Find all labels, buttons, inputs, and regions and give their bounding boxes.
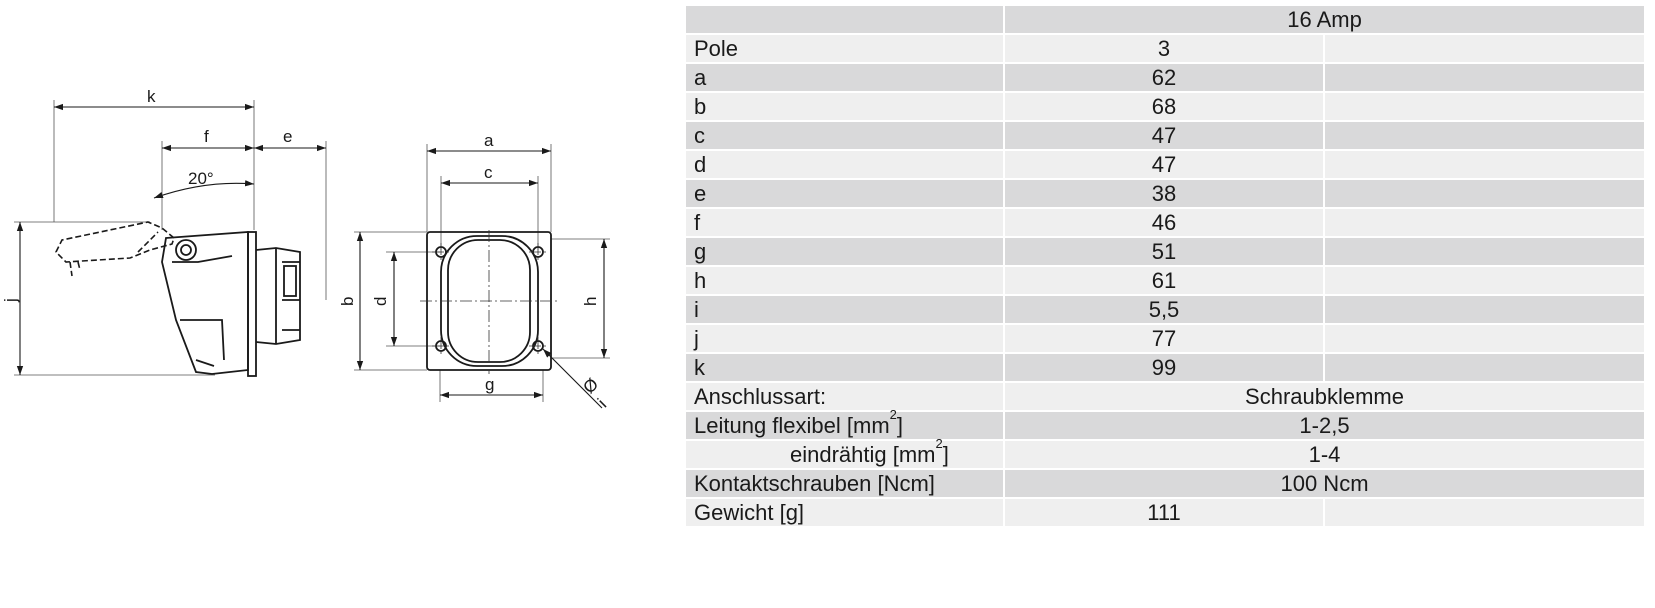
row-label-cell: Leitung flexibel [mm2] (686, 408, 1003, 439)
row-empty-cell (1325, 151, 1645, 178)
unit-superscript: 2 (935, 435, 943, 451)
row-label-cell: h (686, 267, 1003, 294)
dim-label-a: a (484, 131, 494, 150)
row-empty-cell (1325, 64, 1645, 91)
dim-label-c: c (484, 163, 493, 182)
row-label-cell: j (686, 325, 1003, 352)
table-row-gewicht: Gewicht [g]111 (686, 499, 1645, 526)
row-label-cell: Anschlussart: (686, 383, 1003, 410)
row-value-cell: 1-2,5 (1005, 412, 1645, 439)
dim-label-j: j (1, 298, 20, 303)
row-empty-cell (1325, 325, 1645, 352)
row-value-cell: 38 (1005, 180, 1323, 207)
row-value-cell: 1-4 (1005, 441, 1645, 468)
table-row-leitung_flexibel: Leitung flexibel [mm2]1-2,5 (686, 408, 1645, 439)
label-text: eindrähtig [mm (790, 442, 936, 467)
row-value-cell: Schraubklemme (1005, 383, 1645, 410)
row-value-cell: 51 (1005, 238, 1323, 265)
row-value-cell: 47 (1005, 151, 1323, 178)
row-label-cell: i (686, 296, 1003, 323)
dim-label-h: h (581, 297, 600, 306)
row-value-cell: 61 (1005, 267, 1323, 294)
table-row-kontaktschrauben: Kontaktschrauben [Ncm]100 Ncm (686, 470, 1645, 497)
row-label-cell: b (686, 93, 1003, 120)
technical-drawing: k f e 20° j (1, 87, 610, 411)
row-label-cell: Gewicht [g] (686, 499, 1003, 526)
dim-label-f: f (204, 127, 209, 146)
row-empty-cell (1325, 180, 1645, 207)
row-value-cell: 46 (1005, 209, 1323, 236)
row-value-cell: 5,5 (1005, 296, 1323, 323)
row-label-cell: g (686, 238, 1003, 265)
header-value-cell: 16 Amp (1005, 6, 1645, 33)
row-value-cell: 62 (1005, 64, 1323, 91)
row-value-cell: 68 (1005, 93, 1323, 120)
table-row-anschlussart: Anschlussart:Schraubklemme (686, 383, 1645, 410)
row-label-cell: a (686, 64, 1003, 91)
dim-label-k: k (147, 87, 156, 106)
row-value-cell: 111 (1005, 499, 1323, 526)
dim-label-e: e (283, 127, 292, 146)
row-label-cell: e (686, 180, 1003, 207)
row-label-cell: k (686, 354, 1003, 381)
row-value-cell: 3 (1005, 35, 1323, 62)
header-label-cell (686, 6, 1003, 33)
row-value-cell: 47 (1005, 122, 1323, 149)
row-empty-cell (1325, 93, 1645, 120)
row-empty-cell (1325, 122, 1645, 149)
row-label-cell: f (686, 209, 1003, 236)
row-value-cell: 77 (1005, 325, 1323, 352)
label-text: Leitung flexibel [mm (694, 413, 890, 438)
dim-label-b: b (338, 297, 357, 306)
label-close: ] (942, 442, 949, 467)
side-view: k f e 20° j (1, 87, 327, 377)
row-empty-cell (1325, 209, 1645, 236)
table-row-eindraehtig: eindrähtig [mm2]1-4 (686, 437, 1645, 468)
row-empty-cell (1325, 35, 1645, 62)
row-label-cell: eindrähtig [mm2] (686, 437, 1003, 468)
row-value-cell: 100 Ncm (1005, 470, 1645, 497)
table-header-row: 16 Amp (686, 6, 1645, 33)
unit-superscript: 2 (889, 406, 897, 422)
row-empty-cell (1325, 267, 1645, 294)
row-empty-cell (1325, 499, 1645, 526)
dim-label-angle: 20° (188, 169, 214, 188)
row-empty-cell (1325, 296, 1645, 323)
row-label-cell: d (686, 151, 1003, 178)
row-empty-cell (1325, 354, 1645, 381)
dim-label-g: g (485, 375, 494, 394)
row-label-cell: Kontaktschrauben [Ncm] (686, 470, 1003, 497)
dim-label-phi: Ø (579, 375, 602, 398)
row-label-cell: c (686, 122, 1003, 149)
front-view: a c b d h g Ø i (338, 131, 610, 411)
row-empty-cell (1325, 238, 1645, 265)
label-close: ] (896, 413, 904, 438)
dim-label-d: d (371, 297, 390, 306)
row-label-cell: Pole (686, 35, 1003, 62)
row-value-cell: 99 (1005, 354, 1323, 381)
